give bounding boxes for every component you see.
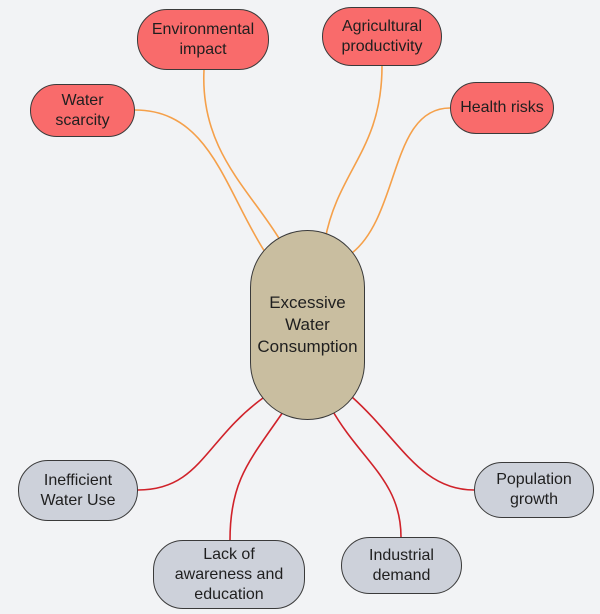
link-agricultural-productivity <box>324 65 383 241</box>
cause-node-inefficient-water-use[interactable]: Inefficient Water Use <box>18 460 138 521</box>
cause-label: Industrial demand <box>369 546 434 584</box>
cause-label: Population growth <box>496 471 572 508</box>
effect-label: Agricultural productivity <box>341 17 423 55</box>
effect-node-water-scarcity[interactable]: Water scarcity <box>30 84 135 137</box>
effect-node-environmental-impact[interactable]: Environmental impact <box>137 9 269 70</box>
cause-node-population-growth[interactable]: Population growth <box>474 462 594 518</box>
link-lack-of-awareness <box>229 411 284 541</box>
cause-label: Inefficient Water Use <box>40 471 116 509</box>
effect-node-health-risks[interactable]: Health risks <box>450 82 554 134</box>
cause-label: Lack of awareness and education <box>174 545 284 603</box>
effect-label: Water scarcity <box>55 91 110 129</box>
central-topic-label: Excessive Water Consumption <box>257 293 358 356</box>
effect-label: Health risks <box>460 99 544 116</box>
cause-node-industrial-demand[interactable]: Industrial demand <box>341 537 462 594</box>
link-industrial-demand <box>330 407 402 538</box>
effect-node-agricultural-productivity[interactable]: Agricultural productivity <box>322 7 442 66</box>
central-topic-node[interactable]: Excessive Water Consumption <box>250 230 365 420</box>
link-population-growth <box>351 396 475 491</box>
cause-node-lack-of-awareness[interactable]: Lack of awareness and education <box>153 540 305 609</box>
link-inefficient-water-use <box>137 397 264 491</box>
link-health-risks <box>351 107 451 254</box>
link-water-scarcity <box>134 109 266 253</box>
link-environmental-impact <box>203 69 281 241</box>
effect-label: Environmental impact <box>151 20 255 58</box>
